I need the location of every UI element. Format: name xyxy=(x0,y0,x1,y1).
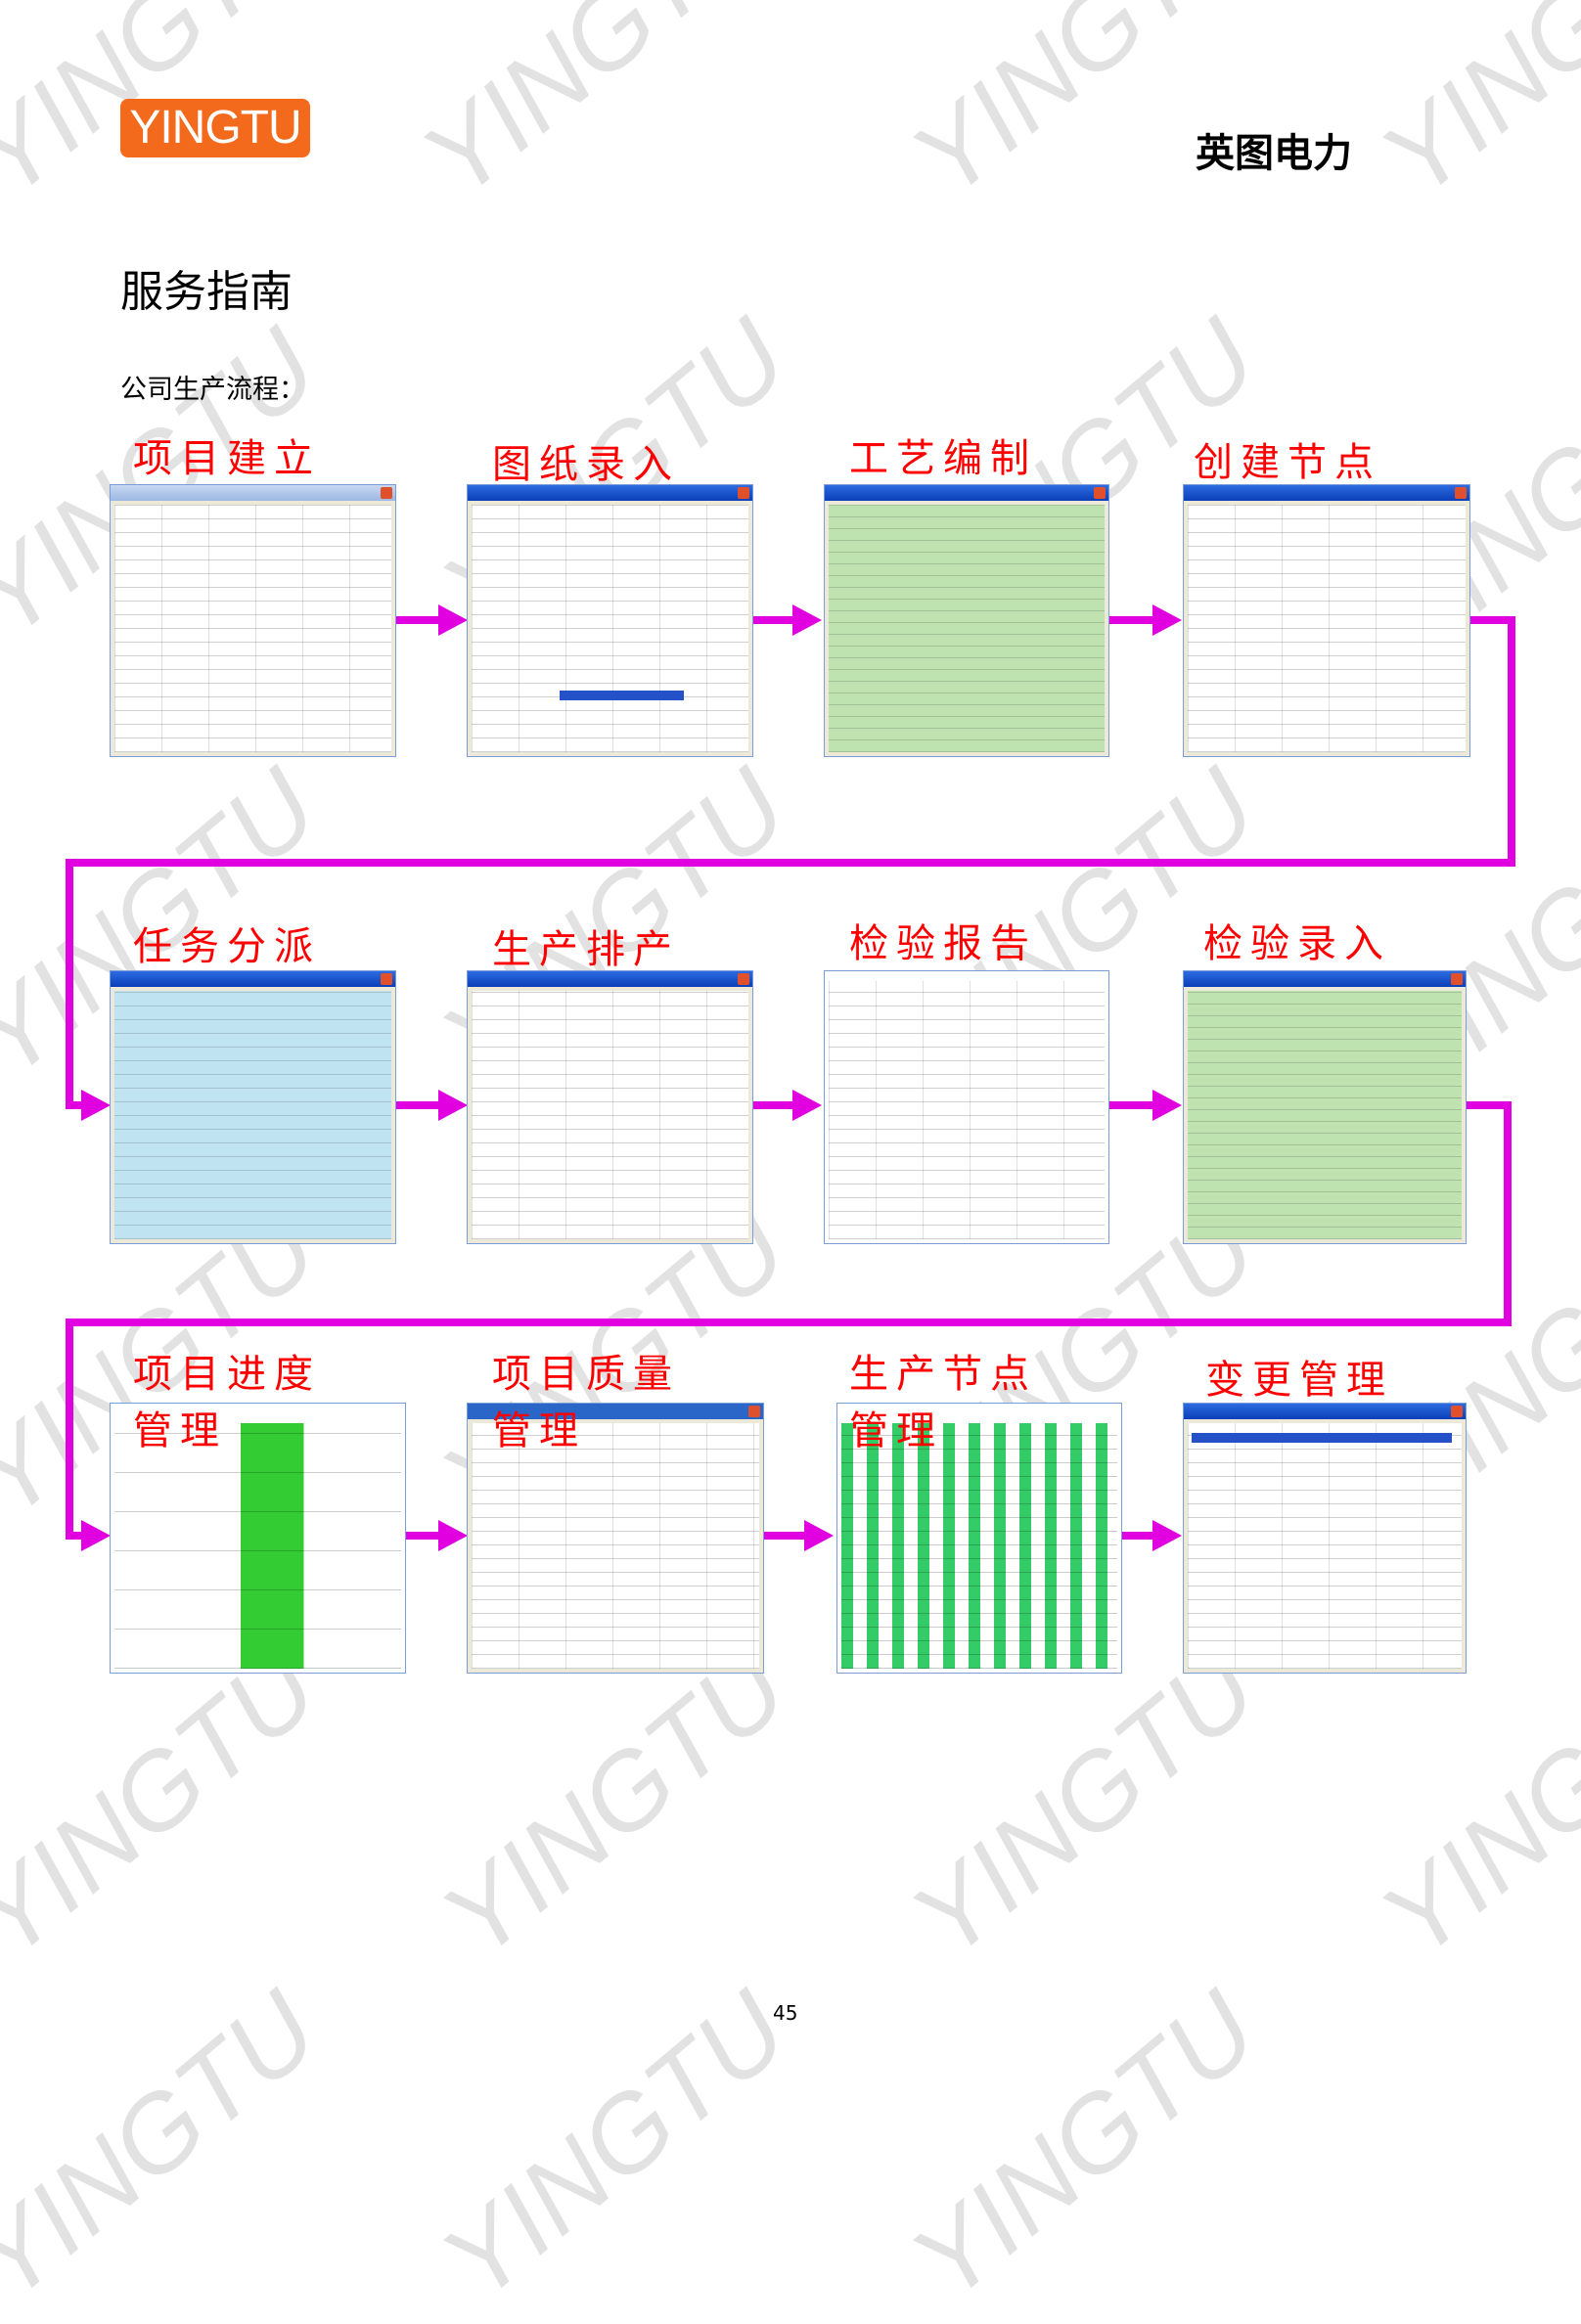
flow-connector xyxy=(66,859,73,1109)
flow-connector xyxy=(66,859,1515,867)
flow-arrow-icon xyxy=(804,1520,834,1551)
step-label: 检验录入 xyxy=(1203,921,1391,966)
screenshot-production-scheduling xyxy=(467,970,753,1244)
flow-arrow-icon xyxy=(438,1090,468,1121)
flow-arrow-icon xyxy=(1152,1520,1182,1551)
screenshot-progress-management xyxy=(110,1403,406,1674)
step-label: 项目质量管理 xyxy=(492,1352,680,1453)
flow-arrow-icon xyxy=(1152,604,1182,636)
step-label: 项目建立 xyxy=(133,436,321,481)
watermark: YINGTU xyxy=(1359,0,1581,220)
step-label: 变更管理 xyxy=(1205,1358,1393,1403)
flow-arrow-icon xyxy=(81,1520,111,1551)
flow-arrow-icon xyxy=(792,604,822,636)
page-number: 45 xyxy=(773,2001,798,2025)
flow-connector xyxy=(66,1101,85,1109)
flow-connector xyxy=(394,1101,443,1109)
watermark: YINGTU xyxy=(889,1968,1279,2323)
watermark: YINGTU xyxy=(1359,1626,1581,1981)
flow-connector xyxy=(404,1532,443,1540)
flow-connector xyxy=(66,1532,85,1540)
flow-connector xyxy=(1465,1101,1510,1109)
watermark: YINGTU xyxy=(420,1626,809,1981)
flow-connector xyxy=(66,1318,1512,1326)
flow-arrow-icon xyxy=(1152,1090,1182,1121)
watermark: YINGTU xyxy=(0,1968,339,2323)
screenshot-project-setup xyxy=(110,484,396,757)
logo: YINGTU xyxy=(120,99,310,157)
flow-connector xyxy=(394,616,443,624)
watermark: YINGTU xyxy=(420,1968,809,2323)
flow-arrow-icon xyxy=(438,604,468,636)
watermark: YINGTU xyxy=(889,1626,1279,1981)
flow-connector xyxy=(1504,1101,1512,1326)
step-label: 创建节点 xyxy=(1194,440,1381,485)
company-name: 英图电力 xyxy=(1196,131,1352,176)
step-label: 生产排产 xyxy=(492,927,680,972)
screenshot-create-node xyxy=(1183,484,1470,757)
flow-connector xyxy=(762,1532,806,1540)
flow-arrow-icon xyxy=(792,1090,822,1121)
flow-connector xyxy=(1107,1101,1154,1109)
flow-connector xyxy=(751,616,795,624)
screenshot-node-management xyxy=(836,1403,1122,1674)
screenshot-task-dispatch xyxy=(110,970,396,1244)
watermark: YINGTU xyxy=(889,0,1279,220)
watermark: YINGTU xyxy=(0,1626,339,1981)
screenshot-process-planning xyxy=(824,484,1109,757)
screenshot-inspection-entry xyxy=(1183,970,1467,1244)
flow-connector xyxy=(1508,616,1515,867)
screenshot-inspection-report xyxy=(824,970,1109,1244)
flow-connector xyxy=(1468,616,1515,624)
section-subtitle: 公司生产流程： xyxy=(120,375,305,405)
step-label: 任务分派 xyxy=(133,924,321,969)
step-label: 项目进度管理 xyxy=(133,1352,321,1453)
flow-connector xyxy=(1120,1532,1154,1540)
page-title: 服务指南 xyxy=(120,267,293,317)
flow-arrow-icon xyxy=(438,1520,468,1551)
step-label: 检验报告 xyxy=(849,921,1037,966)
screenshot-change-management xyxy=(1183,1403,1467,1674)
flow-connector xyxy=(1107,616,1154,624)
flow-connector xyxy=(751,1101,795,1109)
step-label: 图纸录入 xyxy=(492,442,680,487)
step-label: 工艺编制 xyxy=(849,436,1037,481)
flow-connector xyxy=(66,1318,73,1538)
screenshot-quality-management xyxy=(467,1403,764,1674)
flow-arrow-icon xyxy=(81,1090,111,1121)
watermark: YINGTU xyxy=(400,0,790,220)
screenshot-drawing-entry xyxy=(467,484,753,757)
step-label: 生产节点管理 xyxy=(849,1352,1037,1453)
